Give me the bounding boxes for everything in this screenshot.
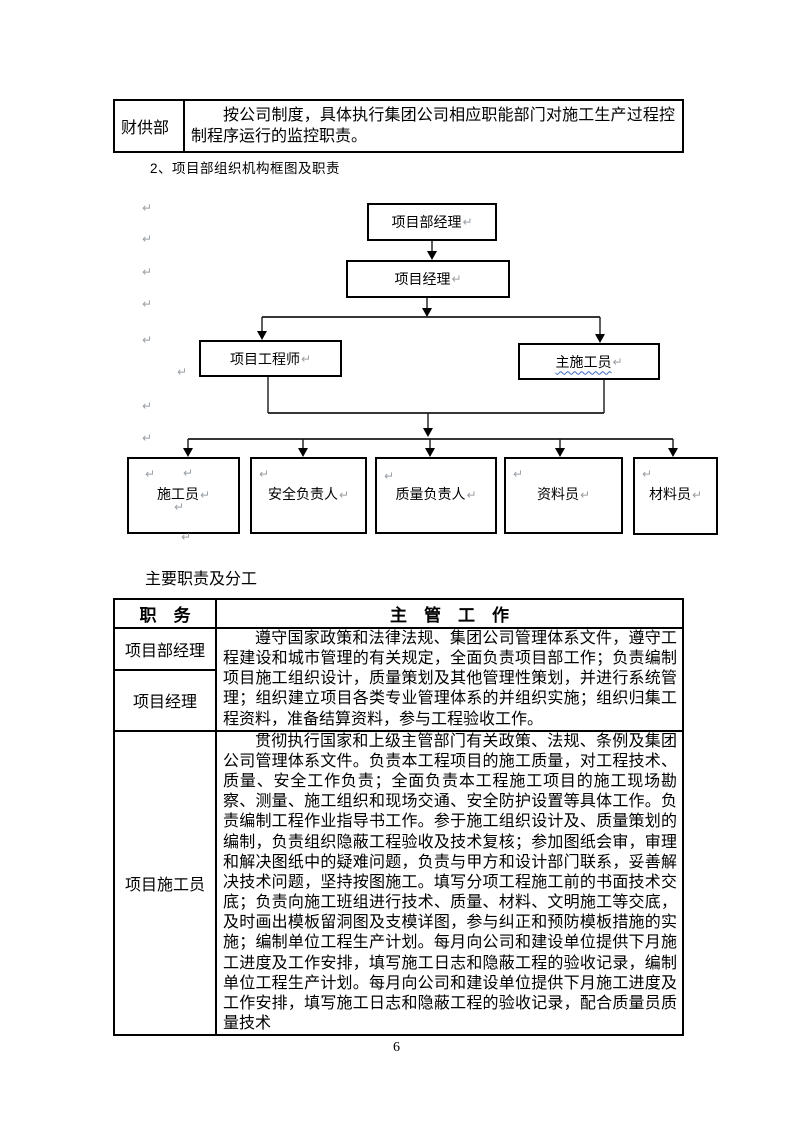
org-box-project-dept-manager: 项目部经理↵ <box>367 203 497 241</box>
table-row: 项目施工员 贯彻执行国家和上级主管部门有关政策、法规、条例及集团公司管理体系文件… <box>113 729 684 1037</box>
paragraph-mark-icon: ↵ <box>451 272 462 286</box>
org-box-label: 材料员 <box>648 488 691 503</box>
org-box-safety-officer: ↵ 安全负责人↵ <box>250 457 367 534</box>
section-title: 主要职责及分工 <box>145 571 258 588</box>
column-header-work: 主 管 工 作 <box>215 598 684 629</box>
role-cell: 项目经理 <box>113 669 217 732</box>
table-row: 财供部 按公司制度，具体执行集团公司相应职能部门对施工生产过程控制程序运行的监控… <box>113 99 684 153</box>
paragraph-mark-icon: ↵ <box>513 467 524 481</box>
org-box-project-manager: 项目经理↵ <box>346 260 510 298</box>
role-cell: 项目施工员 <box>113 729 217 1037</box>
paragraph-mark-icon: ↵ <box>579 488 591 502</box>
paragraph-mark-icon: ↵ <box>642 467 653 481</box>
org-box-document-clerk: ↵ 资料员↵ <box>504 457 623 534</box>
org-box-label: 资料员 <box>536 488 579 503</box>
paragraph-mark-icon: ↵ <box>259 467 270 481</box>
paragraph-mark-icon: ↵ <box>612 354 623 369</box>
org-box-label: 项目工程师 <box>229 352 300 368</box>
paragraph-mark-icon: ↵ <box>691 488 703 502</box>
duty-cell: 贯彻执行国家和上级主管部门有关政策、法规、条例及集团公司管理体系文件。负责本工程… <box>215 729 684 1037</box>
table-row: 项目经理 <box>113 669 683 732</box>
org-box-project-engineer: 项目工程师 ↵ <box>199 340 342 377</box>
org-box-label: 质量负责人 <box>395 488 466 503</box>
org-box-material-clerk: ↵ 材料员↵ <box>633 457 718 535</box>
paragraph-mark-icon: ↵ <box>142 297 153 311</box>
paragraph-mark-icon: ↵ <box>338 488 350 502</box>
section-heading: 2、项目部组织机构框图及职责 <box>150 161 341 176</box>
duty-table: 职 务 主 管 工 作 项目部经理 遵守国家政策和法律法规、集团公司管理体系文件… <box>113 598 684 1037</box>
org-box-quality-officer: ↵ 质量负责人↵ <box>375 457 497 534</box>
paragraph-mark-icon: ↵ <box>142 333 153 347</box>
top-table: 财供部 按公司制度，具体执行集团公司相应职能部门对施工生产过程控制程序运行的监控… <box>113 99 684 153</box>
paragraph-mark-icon: ↵ <box>142 399 153 413</box>
table-row: 项目部经理 遵守国家政策和法律法规、集团公司管理体系文件，遵守工程建设和城市管理… <box>113 626 684 732</box>
org-box-label: 项目经理 <box>394 273 451 288</box>
duty-cell: 按公司制度，具体执行集团公司相应职能部门对施工生产过程控制程序运行的监控职责。 <box>183 99 684 153</box>
role-cell: 项目部经理 <box>113 626 217 672</box>
role-cell: 财供部 <box>113 99 185 153</box>
paragraph-mark-icon: ↵ <box>142 431 153 445</box>
paragraph-mark-icon: ↵ <box>177 365 188 379</box>
paragraph-mark-icon: ↵ <box>199 488 211 502</box>
org-box-label: 安全负责人 <box>267 488 338 503</box>
paragraph-mark-icon: ↵ <box>142 265 153 279</box>
org-box-constructor: ↵ ↵ 施工员↵ ↵ <box>127 457 240 534</box>
paragraph-mark-icon: ↵ <box>384 469 395 483</box>
column-header-role: 职 务 <box>113 598 217 629</box>
paragraph-mark-icon: ↵ <box>142 201 153 215</box>
org-box-chief-constructor: 主施工员↵ <box>518 343 660 380</box>
org-box-label: 项目部经理 <box>391 216 462 231</box>
paragraph-mark-icon: ↵ <box>183 466 194 480</box>
duty-cell-merged: 遵守国家政策和法律法规、集团公司管理体系文件，遵守工程建设和城市管理的有关规定，… <box>215 627 684 732</box>
paragraph-mark-icon: ↵ <box>462 215 473 229</box>
table-header-row: 职 务 主 管 工 作 <box>113 598 684 629</box>
page-number: 6 <box>393 1040 400 1055</box>
paragraph-mark-icon: ↵ <box>181 530 192 544</box>
paragraph-mark-icon: ↵ <box>174 500 185 514</box>
org-box-label: 施工员 <box>156 488 199 503</box>
paragraph-mark-icon: ↵ <box>142 232 153 246</box>
paragraph-mark-icon: ↵ <box>300 351 312 366</box>
paragraph-mark-icon: ↵ <box>145 467 156 481</box>
paragraph-mark-icon: ↵ <box>466 488 477 502</box>
org-box-label-misspell-squiggle: 主施工员 <box>555 355 612 371</box>
